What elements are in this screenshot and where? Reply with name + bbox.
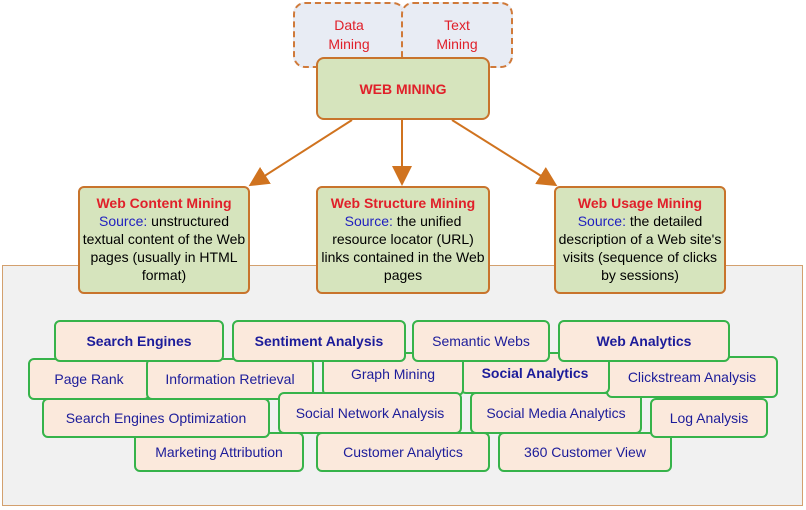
topic-pill: Page Rank	[28, 358, 150, 400]
topic-pill: Log Analysis	[650, 398, 768, 438]
source-label: Source:	[344, 213, 397, 229]
web-structure-mining-box: Web Structure Mining Source: the unified…	[316, 186, 490, 294]
source-label: Source:	[99, 213, 152, 229]
topic-pill: Social Analytics	[460, 352, 610, 394]
web-usage-mining-box: Web Usage Mining Source: the detailed de…	[554, 186, 726, 294]
category-desc: the detailed description of a Web site's…	[558, 213, 722, 283]
topic-pill: Search Engines Optimization	[42, 398, 270, 438]
topic-pill: Sentiment Analysis	[232, 320, 406, 362]
source-label: Source:	[577, 213, 630, 229]
web-mining-box: WEB MINING	[316, 57, 490, 120]
web-content-mining-box: Web Content Mining Source: unstructured …	[78, 186, 250, 294]
topic-pill: Social Media Analytics	[470, 392, 642, 434]
topic-pill: Customer Analytics	[316, 432, 490, 472]
topic-pill: 360 Customer View	[498, 432, 672, 472]
topic-pill: Search Engines	[54, 320, 224, 362]
topic-pill: Social Network Analysis	[278, 392, 462, 434]
topic-pill: Clickstream Analysis	[606, 356, 778, 398]
topic-pill: Marketing Attribution	[134, 432, 304, 472]
category-title: Web Usage Mining	[577, 195, 703, 211]
topic-pill: Web Analytics	[558, 320, 730, 362]
arrow-to-content	[248, 119, 353, 187]
category-desc: the unified resource locator (URL) links…	[321, 213, 485, 283]
arrow-to-usage	[451, 119, 558, 187]
category-title: Web Structure Mining	[330, 195, 476, 211]
category-title: Web Content Mining	[96, 195, 232, 211]
topic-pill: Semantic Webs	[412, 320, 550, 362]
category-desc: unstructured textual content of the Web …	[82, 213, 246, 283]
web-mining-title: WEB MINING	[359, 80, 447, 97]
